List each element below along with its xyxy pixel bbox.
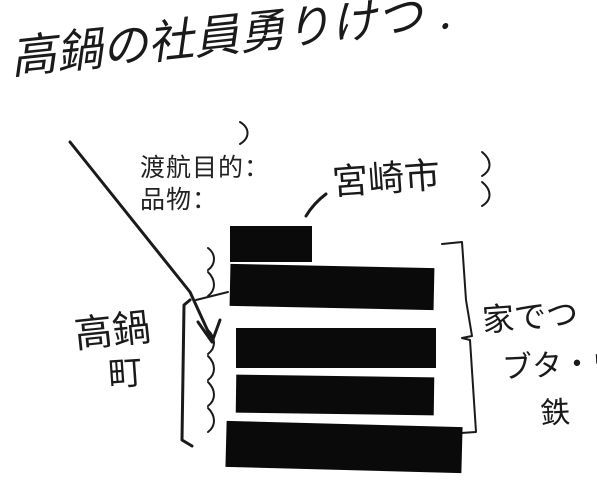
- right-paren-2: [481, 181, 491, 207]
- left-bracket: [180, 298, 194, 448]
- redaction-block-1: [230, 226, 312, 262]
- purpose-label: 渡航目的：: [140, 153, 271, 182]
- right-note-line2: ブタ・ウ: [501, 344, 597, 387]
- redaction-block-3: [236, 328, 436, 368]
- redaction-block-2: [229, 263, 435, 311]
- note-pointer: [304, 192, 328, 218]
- diagonal-arrow-line: [68, 140, 214, 342]
- left-paren-1: [207, 247, 215, 271]
- top-paren: [239, 121, 249, 145]
- right-bracket: [441, 241, 477, 435]
- right-note-line3: 鉄: [539, 395, 572, 432]
- left-paren-2: [207, 271, 215, 297]
- arrow-head: [196, 318, 222, 344]
- goods-label: 品物：: [140, 185, 219, 214]
- right-paren-1: [481, 151, 491, 177]
- redaction-block-4: [235, 374, 435, 416]
- right-note-line1: 家でつ: [480, 294, 580, 340]
- redaction-block-5: [225, 420, 463, 474]
- left-paren-5: [207, 381, 215, 407]
- left-note-line2: 町: [106, 352, 144, 396]
- arrow-tick: [195, 291, 229, 301]
- left-paren-3: [207, 329, 215, 355]
- left-paren-6: [207, 407, 215, 433]
- purpose-note: 宮崎市: [330, 155, 442, 204]
- left-paren-4: [207, 355, 215, 381]
